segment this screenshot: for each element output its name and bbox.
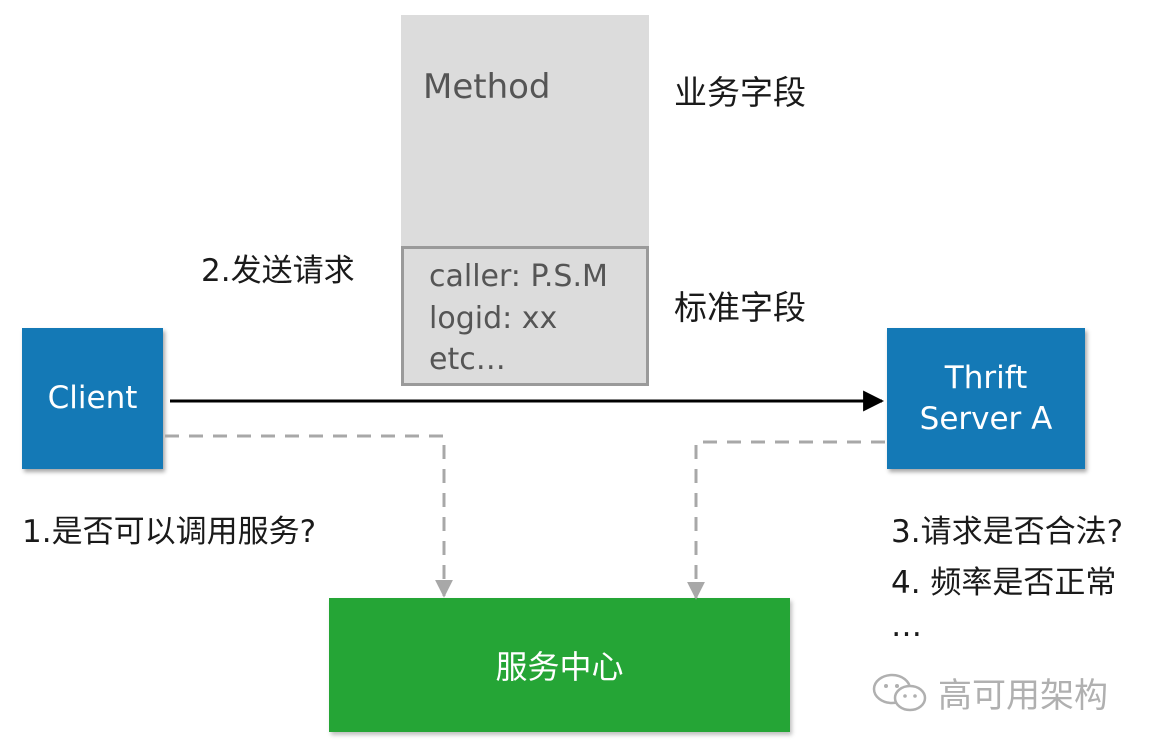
client-to-service-center-dashed-arrow <box>165 434 453 598</box>
business-field-caption: 业务字段 <box>674 73 806 112</box>
packet-business-field: Method <box>401 15 649 248</box>
client-node: Client <box>22 328 163 469</box>
watermark-text: 高可用架构 <box>938 676 1108 716</box>
step-1-can-call-service: 1.是否可以调用服务? <box>22 514 317 550</box>
server-label-line-2: Server A <box>919 400 1053 437</box>
service-center-label: 服务中心 <box>495 648 624 686</box>
wechat-icon <box>872 673 927 711</box>
step-3-request-legal: 3.请求是否合法? <box>891 514 1124 550</box>
standard-field-etc: etc… <box>429 342 506 377</box>
step-2-send-request: 2.发送请求 <box>201 253 355 289</box>
server-to-service-center-dashed-arrow <box>687 440 885 600</box>
watermark: 高可用架构 <box>870 668 1108 717</box>
steps-ellipsis: … <box>891 608 922 644</box>
standard-field-caption: 标准字段 <box>674 288 806 327</box>
standard-field-logid: logid: xx <box>429 301 558 336</box>
method-field-label: Method <box>423 67 551 107</box>
standard-field-caller: caller: P.S.M <box>429 259 608 294</box>
packet-standard-field: caller: P.S.M logid: xx etc… <box>401 246 649 386</box>
thrift-server-node: Thrift Server A <box>887 328 1085 469</box>
server-label-line-1: Thrift <box>944 360 1028 397</box>
step-4-rate-normal: 4. 频率是否正常 <box>891 565 1117 601</box>
service-center-node: 服务中心 <box>329 598 790 732</box>
client-label: Client <box>47 380 138 417</box>
